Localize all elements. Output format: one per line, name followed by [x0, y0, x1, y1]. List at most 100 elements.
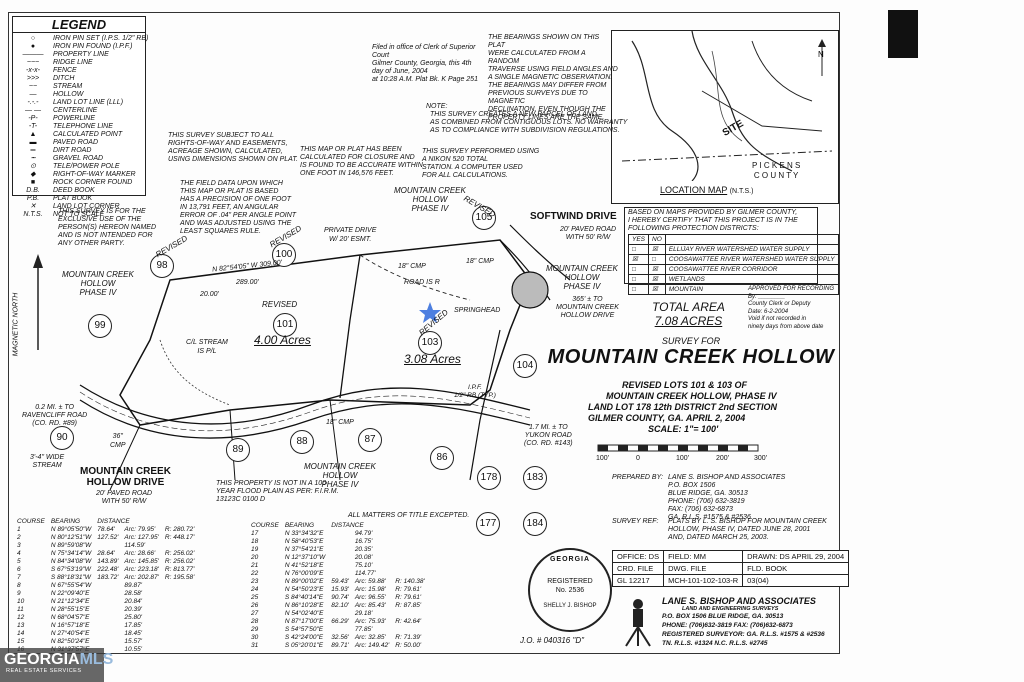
watermark-main: GEORGIAMLS: [0, 648, 113, 668]
firm-block: LANE S. BISHOP AND ASSOCIATES LAND AND E…: [662, 596, 838, 648]
course-cell: [328, 554, 352, 562]
prepared-by: LANE S. BISHOP AND ASSOCIATES P.O. BOX 1…: [668, 474, 786, 521]
course-cell: 29.18': [354, 610, 373, 617]
yukon-label: 1.7 MI. ± TO YUKON ROAD (CO. RD. #143): [524, 424, 573, 447]
stream-wide-label: 3'-4" WIDE STREAM: [30, 454, 65, 469]
scale-bar: [597, 444, 759, 452]
course-cell: 8: [17, 582, 21, 589]
scale-tick-label: 100': [596, 455, 610, 462]
legend-item: ▬PAVED ROAD: [13, 139, 145, 147]
course-cell: [162, 638, 197, 646]
dist-289: 289.00': [236, 279, 259, 286]
course-cell: 10.55': [124, 646, 142, 653]
title-line-3: LAND LOT 178 12th DISTRICT 2nd SECTION: [588, 402, 778, 412]
course-cell: 25.80': [124, 614, 142, 621]
course-cell: 4: [17, 550, 21, 557]
course-cell: Arc: 96.55': [354, 594, 386, 601]
exclusive-use-note: THIS SURVEY IS FOR THE EXCLUSIVE USE OF …: [58, 208, 157, 247]
legend-symbol: ┅: [30, 155, 36, 162]
dist-20: 20.00': [200, 291, 219, 298]
cmp-18-c: 18" CMP: [326, 419, 354, 426]
course-cell: N 84°34'08"W: [50, 558, 92, 565]
course-cell: Arc: 79.95': [124, 526, 156, 533]
course-cell: [162, 606, 197, 614]
legend-item: D.B.DEED BOOK: [13, 187, 145, 195]
legend-item: >>>DITCH: [13, 75, 145, 83]
course-cell: R: 79.61': [395, 586, 422, 593]
course-cell: 12: [17, 614, 25, 621]
firm-addr: P.O. BOX 1506 BLUE RIDGE, GA. 30513: [662, 613, 784, 620]
legend-label: DIRT ROAD: [53, 147, 92, 154]
legend-label: CALCULATED POINT: [53, 131, 123, 138]
course-cell: 94.79': [354, 530, 373, 537]
course-cell: [94, 606, 121, 614]
plat-drawing: [33, 224, 571, 491]
lot-88: 88: [290, 430, 314, 454]
course-cell: [328, 562, 352, 570]
cl-stream-label: C/L STREAM IS P/L: [186, 339, 228, 355]
legend-label: LAND LOT CORNER: [53, 203, 120, 210]
protection-no: □: [648, 254, 666, 265]
title-block: SURVEY FOR MOUNTAIN CREEK HOLLOW: [546, 336, 836, 369]
protection-yes: □: [627, 244, 650, 255]
lot-177: 177: [476, 512, 500, 536]
legend-label: IRON PIN SET (I.P.S. 1/2" RB): [53, 35, 149, 42]
legend-item: ▲CALCULATED POINT: [13, 131, 145, 139]
title-details: REVISED LOTS 101 & 103 OF MOUNTAIN CREEK…: [588, 380, 777, 435]
legend-symbol: ———: [22, 51, 44, 58]
course-cell: [328, 570, 352, 578]
legend-label: STREAM: [53, 83, 83, 90]
course-cell: Arc: 15.98': [354, 586, 386, 593]
course-header: BEARING: [284, 522, 315, 529]
course-cell: N 12°37'10"W: [284, 554, 326, 561]
location-map-label: LOCATION MAP: [660, 185, 728, 195]
ravencliff-label: 0.2 MI. ± TO RAVENCLIFF ROAD (CO. RD. #8…: [22, 404, 88, 427]
course-header: COURSE: [17, 518, 45, 525]
legend-symbol: -T-: [28, 123, 38, 130]
course-cell: R: 256.02': [164, 558, 195, 565]
legend-symbol: ■: [30, 179, 36, 186]
surveyor-tripod-icon: [625, 599, 651, 647]
lot-100: 100: [272, 243, 296, 267]
course-cell: 66.29': [331, 618, 349, 625]
lot-183: 183: [523, 466, 547, 490]
legend-item: ○ IRON PIN SET (I.P.S. 1/2" RB): [13, 35, 149, 43]
firm-phone: PHONE: (706)632-3819 FAX: (706)632-6873: [662, 622, 793, 629]
protection-yes: □: [627, 284, 650, 295]
course-cell: R: 42.64': [395, 618, 422, 625]
filed-note: Filed in office of Clerk of Superior Cou…: [372, 44, 478, 83]
legend-symbol: ○: [30, 35, 36, 42]
course-cell: [162, 622, 197, 630]
lot-98: 98: [150, 254, 174, 278]
course-cell: Arc: 127.95': [124, 534, 159, 541]
scale-tick-label: 200': [716, 455, 730, 462]
course-cell: N 82°50'24"E: [50, 638, 90, 645]
book-cell: 03(04): [742, 574, 850, 587]
legend-label: RIGHT-OF-WAY MARKER: [53, 171, 136, 178]
course-cell: N 89°59'08"W: [50, 542, 92, 549]
total-area-value: 7.08 ACRES: [654, 314, 723, 328]
course-cell: [162, 630, 197, 638]
course-cell: Arc: 149.42': [354, 642, 390, 649]
course-cell: S 67°53'19"W: [50, 566, 91, 573]
location-map-drawing: N: [621, 31, 833, 181]
scale-tick-label: 300': [754, 455, 768, 462]
phase-iv-right: MOUNTAIN CREEK HOLLOW PHASE IV: [546, 264, 618, 291]
legend-label: TELE/POWER POLE: [53, 163, 120, 170]
legend-box: LEGEND ○IRON PIN SET (I.P.S. 1/2" RB)●IR…: [12, 16, 149, 218]
legend-label: PLAT BOOK: [53, 195, 93, 202]
course-cell: 15: [17, 638, 25, 645]
course-cell: Arc: 28.66': [124, 550, 156, 557]
legend-item: -T-TELEPHONE LINE: [13, 123, 145, 131]
course-cell: [94, 614, 121, 622]
course-cell: [94, 622, 121, 630]
course-cell: N 27°40'54"E: [50, 630, 90, 637]
sheet-border: [8, 12, 840, 654]
course-cell: 13: [17, 622, 25, 629]
protection-yes: ☒: [627, 254, 650, 265]
